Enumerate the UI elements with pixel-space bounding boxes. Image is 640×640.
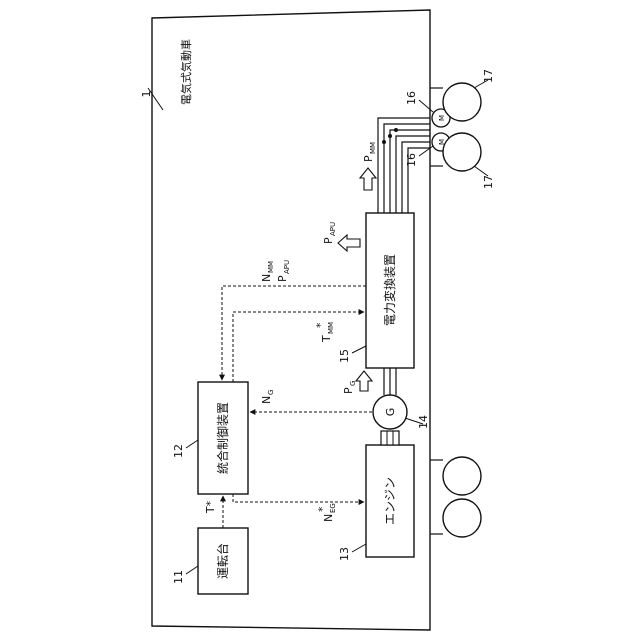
svg-text:P: P [362, 155, 375, 162]
svg-text:N: N [260, 396, 273, 404]
console-label: 運転台 [215, 543, 230, 579]
svg-text:G: G [267, 390, 275, 395]
engine-label: エンジン [383, 477, 397, 525]
svg-text:EG: EG [329, 503, 337, 513]
p-mm-label: P MM [362, 142, 377, 162]
controller-ref-number: 12 [172, 444, 185, 458]
n-eg-signal-line [233, 494, 364, 502]
svg-text:T: T [320, 335, 333, 343]
p-apu-flow-arrow [338, 235, 360, 251]
svg-text:*: * [314, 322, 327, 328]
motor-wheel-lower [443, 133, 481, 171]
svg-text:APU: APU [329, 222, 337, 236]
vehicle-name: 電気式気動車 [179, 39, 193, 105]
p-apu-label: P APU [322, 222, 337, 244]
converter-ref-leader [352, 346, 366, 353]
svg-text:N: N [322, 514, 335, 522]
p-mm-flow-arrow [360, 168, 376, 190]
generator-ref-number: 14 [417, 415, 430, 429]
engine-ref-number: 13 [338, 547, 351, 561]
t-star-label: T* [204, 500, 217, 514]
wheel-ref-number-lower: 17 [482, 175, 495, 189]
p-g-flow-arrow [356, 371, 372, 391]
console-ref-leader [186, 566, 198, 574]
wheel-ref-leader-lower [474, 166, 488, 176]
motor-wheel-upper [443, 83, 481, 121]
vehicle-ref-leader [148, 88, 163, 110]
t-mm-signal-line [233, 312, 364, 382]
controller-label: 統合制御装置 [215, 402, 230, 474]
power-converter-label: 電力変換装置 [382, 254, 397, 326]
svg-text:P: P [342, 387, 355, 394]
svg-text:MM: MM [327, 322, 335, 334]
n-mm-p-apu-signal-line [222, 286, 366, 380]
motor-ref-leader-upper [419, 100, 433, 112]
n-g-label: N G [260, 390, 275, 404]
console-ref-number: 11 [172, 570, 185, 584]
vehicle-ref-number: 1 [140, 91, 153, 98]
svg-text:P: P [276, 275, 289, 282]
trailer-wheel-lower [443, 499, 481, 537]
svg-text:APU: APU [283, 260, 291, 274]
controller-ref-leader [186, 440, 198, 448]
shaft-coupling [381, 431, 399, 445]
svg-text:MM: MM [369, 142, 377, 154]
motor-ref-number-upper: 16 [405, 91, 418, 105]
generator-label: G [384, 408, 397, 417]
n-mm-label: N MM [260, 261, 275, 282]
motor-label-upper: M [438, 115, 446, 121]
p-apu-signal-label: P APU [276, 260, 291, 282]
wheel-ref-leader-upper [474, 80, 488, 88]
svg-text:G: G [349, 381, 357, 386]
svg-text:N: N [260, 274, 273, 282]
p-g-label: P G [342, 381, 357, 394]
svg-text:*: * [316, 506, 329, 512]
motor-ref-number-lower: 16 [405, 153, 418, 167]
engine-ref-leader [352, 544, 366, 552]
motor-power-bus [378, 118, 430, 213]
wheel-ref-number-upper: 17 [482, 69, 495, 83]
converter-ref-number: 15 [338, 349, 351, 363]
n-eg-label: N EG * [316, 503, 337, 522]
trailer-wheel-upper [443, 457, 481, 495]
t-mm-label: T MM * [314, 322, 335, 343]
svg-text:MM: MM [267, 261, 275, 273]
svg-text:P: P [322, 237, 335, 244]
